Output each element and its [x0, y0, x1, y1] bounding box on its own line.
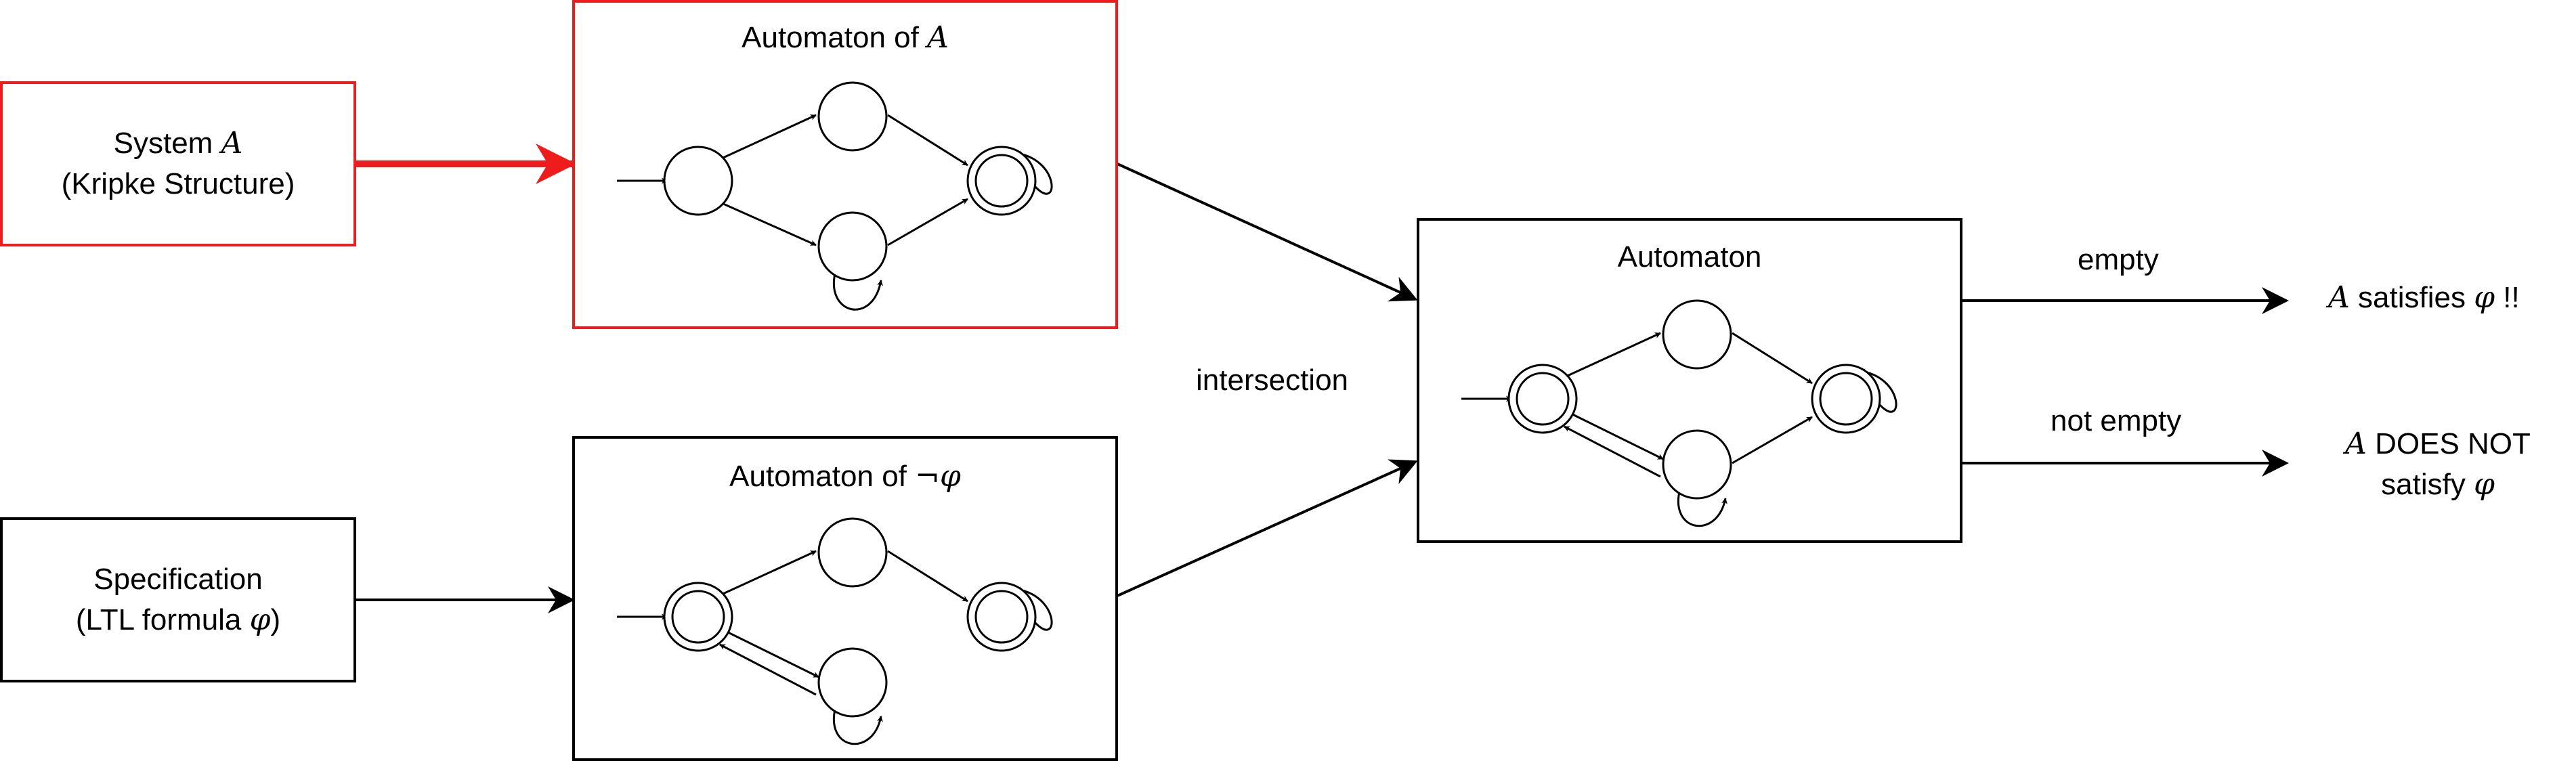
system-box-text: System A (Kripke Structure): [3, 123, 353, 204]
state-initial-accepting-inner: [671, 590, 725, 644]
state: [817, 647, 888, 718]
system-symbol: A: [221, 126, 243, 160]
result-not-symbol: A: [2345, 427, 2367, 461]
state: [1662, 429, 1732, 500]
automaton-phi-title-prefix: Automaton of: [729, 460, 907, 493]
product-automaton-title: Automaton: [1617, 240, 1762, 274]
state-accepting-inner: [1819, 372, 1873, 426]
transition-edge: [887, 114, 968, 167]
result-satisfies-suffix: !!: [2503, 281, 2520, 314]
automaton-a-to-product-arrow: [1117, 162, 1418, 302]
spec-phi-symbol: φ: [249, 603, 271, 637]
result-not-phi: φ: [2474, 467, 2495, 502]
product-automaton-box: Automaton: [1417, 218, 1962, 543]
automaton-a-title-symbol: A: [927, 20, 949, 55]
automaton-phi-title-symbol: ¬φ: [915, 459, 961, 494]
transition-edge: [716, 114, 817, 162]
spec-box: Specification (LTL formula φ): [0, 517, 356, 682]
empty-label: empty: [2078, 243, 2159, 276]
result-satisfies-symbol: A: [2328, 280, 2350, 315]
transition-edge: [1564, 425, 1661, 478]
result-satisfies: A satisfies φ !!: [2328, 278, 2520, 318]
automaton-a-graph: [617, 81, 1053, 311]
transition-edge: [716, 550, 817, 598]
system-line1-prefix: System: [113, 127, 213, 160]
state-initial: [663, 146, 733, 216]
result-satisfies-text: satisfies: [2358, 281, 2466, 314]
spec-line2-suffix: ): [270, 603, 281, 636]
state-accepting-inner: [974, 590, 1029, 644]
transition-edge: [1561, 332, 1661, 380]
result-not-text: DOES NOT: [2375, 427, 2531, 460]
transition-edge: [887, 198, 968, 246]
self-loop: [833, 270, 884, 311]
intersection-label: intersection: [1196, 364, 1349, 397]
self-loop: [1014, 586, 1053, 631]
spec-line2-prefix: (LTL formula: [75, 603, 242, 636]
state-initial-accepting-inner: [1516, 372, 1570, 426]
system-line2: (Kripke Structure): [61, 167, 295, 200]
state-accepting-inner: [974, 154, 1029, 208]
automaton-phi-box: Automaton of ¬φ: [572, 436, 1118, 761]
spec-line1: Specification: [93, 563, 263, 596]
self-loop: [833, 706, 883, 745]
result-not-satisfies: A DOES NOT satisfy φ: [2323, 424, 2553, 505]
automaton-a-title-prefix: Automaton of: [742, 21, 919, 54]
state: [817, 211, 888, 282]
transition-edge: [1732, 416, 1813, 464]
transition-edge: [1566, 410, 1664, 460]
automaton-a-box: Automaton of A: [572, 0, 1118, 329]
product-automaton-graph: [1461, 299, 1897, 527]
self-loop: [1677, 488, 1727, 527]
automaton-phi-to-product-arrow: [1117, 459, 1418, 597]
not-empty-label: not empty: [2051, 404, 2182, 437]
transition-edge: [1732, 332, 1813, 385]
self-loop: [1014, 150, 1053, 195]
system-box: System A (Kripke Structure): [0, 81, 356, 246]
result-not-line2: satisfy: [2381, 468, 2466, 501]
automaton-phi-graph: [617, 517, 1053, 745]
state: [817, 517, 888, 588]
automaton-a-title: Automaton of A: [575, 18, 1115, 58]
transition-edge: [716, 200, 817, 246]
state: [817, 81, 888, 152]
state: [1662, 299, 1732, 370]
automaton-phi-title: Automaton of ¬φ: [575, 456, 1115, 497]
spec-box-text: Specification (LTL formula φ): [3, 559, 353, 640]
result-satisfies-phi: φ: [2474, 280, 2495, 315]
transition-edge: [719, 643, 817, 696]
transition-edge: [887, 550, 968, 603]
transition-edge: [722, 628, 819, 678]
self-loop: [1859, 368, 1897, 413]
